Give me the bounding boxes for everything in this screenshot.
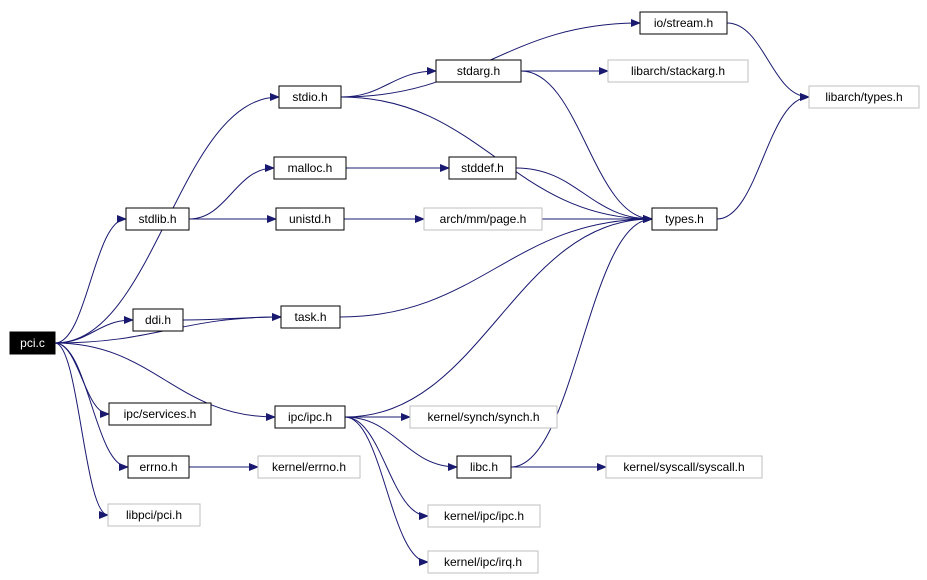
node-box — [9, 331, 56, 355]
node-box — [808, 85, 920, 109]
node-label: stddef.h — [461, 161, 504, 175]
node-stddef_h[interactable]: stddef.h — [448, 156, 517, 180]
node-pci_c[interactable]: pci.c — [9, 331, 56, 355]
node-kernel_syscall_syscall_h: kernel/syscall/syscall.h — [605, 455, 763, 479]
node-box — [278, 85, 342, 109]
node-box — [423, 207, 543, 231]
node-label: ipc/services.h — [124, 407, 197, 421]
node-label: ddi.h — [145, 313, 171, 327]
node-label: errno.h — [139, 460, 177, 474]
node-label: kernel/synch/synch.h — [427, 410, 539, 424]
node-box — [274, 405, 346, 429]
node-box — [127, 455, 190, 479]
node-kernel_synch_synch_h: kernel/synch/synch.h — [409, 405, 558, 429]
edge-stdlib_h-to-malloc_h — [188, 164, 275, 220]
node-box — [448, 156, 517, 180]
edge-pci_c-to-stdlib_h — [54, 215, 127, 344]
edge-ddi_h-to-task_h — [182, 313, 282, 322]
node-box — [280, 305, 341, 329]
node-box — [273, 156, 347, 180]
node-types_h[interactable]: types.h — [651, 207, 718, 231]
edges-layer — [54, 19, 810, 566]
node-stdlib_h[interactable]: stdlib.h — [125, 207, 190, 231]
node-unistd_h[interactable]: unistd.h — [275, 207, 345, 231]
node-ddi_h[interactable]: ddi.h — [132, 308, 184, 332]
node-label: stdlib.h — [138, 212, 176, 226]
node-box — [605, 455, 763, 479]
edge-pci_c-to-errno_h — [54, 342, 129, 471]
edge-stdio_h-to-stdarg_h — [340, 67, 437, 98]
edge-stddef_h-to-types_h — [515, 167, 653, 223]
node-box — [275, 207, 345, 231]
node-kernel_ipc_ipc_h: kernel/ipc/ipc.h — [427, 504, 541, 528]
node-label: arch/mm/page.h — [440, 212, 527, 226]
node-label: ipc/ipc.h — [288, 410, 332, 424]
edge-ipc_ipc_h-to-libc_h — [344, 416, 458, 471]
node-label: io/stream.h — [654, 16, 713, 30]
node-box — [607, 59, 749, 83]
node-libarch_types_h: libarch/types.h — [808, 85, 920, 109]
node-label: task.h — [294, 310, 326, 324]
node-ipc_ipc_h[interactable]: ipc/ipc.h — [274, 405, 346, 429]
node-box — [651, 207, 718, 231]
node-box — [125, 207, 190, 231]
node-box — [257, 455, 361, 479]
node-libarch_stackarg_h: libarch/stackarg.h — [607, 59, 749, 83]
node-label: pci.c — [20, 336, 45, 350]
node-ipc_services_h[interactable]: ipc/services.h — [108, 402, 212, 426]
edge-stdarg_h-to-types_h — [520, 70, 653, 223]
node-box — [107, 503, 201, 527]
node-label: malloc.h — [288, 161, 333, 175]
edge-ipc_ipc_h-to-types_h — [344, 215, 653, 418]
node-libc_h[interactable]: libc.h — [456, 455, 512, 479]
node-label: libpci/pci.h — [126, 508, 182, 522]
node-arch_mm_page_h: arch/mm/page.h — [423, 207, 543, 231]
node-box — [132, 308, 184, 332]
edge-pci_c-to-ddi_h — [54, 316, 134, 344]
node-errno_h[interactable]: errno.h — [127, 455, 190, 479]
node-box — [108, 402, 212, 426]
node-io_stream_h[interactable]: io/stream.h — [639, 11, 728, 35]
node-label: kernel/syscall/syscall.h — [623, 460, 744, 474]
edge-io_stream_h-to-libarch_types_h — [726, 22, 810, 101]
node-label: libc.h — [470, 460, 498, 474]
node-malloc_h[interactable]: malloc.h — [273, 156, 347, 180]
node-label: libarch/stackarg.h — [631, 64, 725, 78]
nodes-layer: pci.c stdio.h io/stream.h stdarg.h libarch/s… — [9, 11, 920, 574]
edge-task_h-to-types_h — [339, 215, 653, 318]
node-label: types.h — [665, 212, 704, 226]
edge-pci_c-to-ipc_ipc_h — [54, 342, 276, 421]
edge-ipc_ipc_h-to-kernel_ipc_ipc_h — [344, 416, 429, 520]
node-label: kernel/errno.h — [272, 460, 346, 474]
node-label: libarch/types.h — [825, 90, 902, 104]
edge-libc_h-to-types_h — [510, 215, 653, 468]
node-label: stdio.h — [292, 90, 327, 104]
node-box — [456, 455, 512, 479]
node-libpci_pci_h: libpci/pci.h — [107, 503, 201, 527]
node-box — [427, 550, 539, 574]
node-label: kernel/ipc/irq.h — [444, 555, 522, 569]
node-kernel_errno_h: kernel/errno.h — [257, 455, 361, 479]
node-stdio_h[interactable]: stdio.h — [278, 85, 342, 109]
node-box — [639, 11, 728, 35]
edge-ipc_ipc_h-to-kernel_ipc_irq_h — [344, 416, 429, 566]
node-box — [435, 59, 522, 83]
node-label: kernel/ipc/ipc.h — [444, 509, 524, 523]
node-task_h[interactable]: task.h — [280, 305, 341, 329]
node-box — [409, 405, 558, 429]
node-kernel_ipc_irq_h: kernel/ipc/irq.h — [427, 550, 539, 574]
node-stdarg_h[interactable]: stdarg.h — [435, 59, 522, 83]
edge-types_h-to-libarch_types_h — [716, 93, 810, 220]
edge-pci_c-to-libpci_pci_h — [54, 342, 109, 519]
node-label: unistd.h — [289, 212, 331, 226]
node-label: stdarg.h — [457, 64, 500, 78]
node-box — [427, 504, 541, 528]
